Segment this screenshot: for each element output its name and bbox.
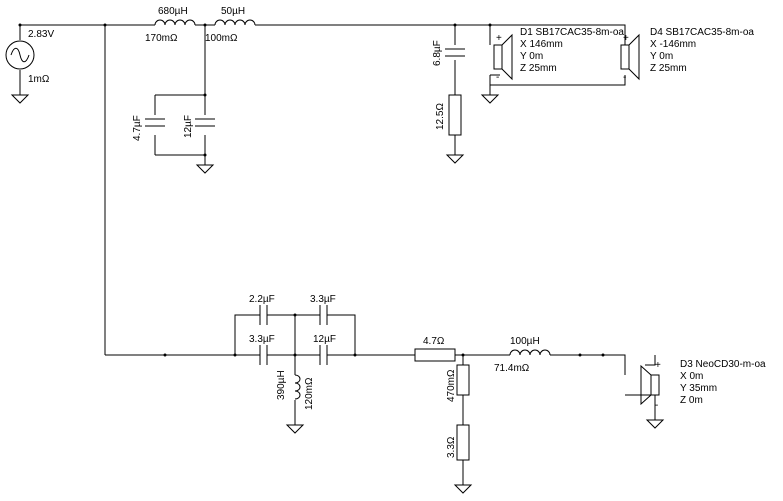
driver-d4: + - D4 SB17CAC35-8m-oa X -146mm Y 0m Z 2… [620,27,754,83]
resistor-shunt-1: 470mΩ [446,364,470,402]
ground-icon [195,164,215,174]
inductor-l3-value: 390µH [276,370,287,400]
speaker-icon [493,44,503,70]
junction-dot [18,23,22,27]
ground-icon [645,419,665,429]
inductor-l2-resistance: 100mΩ [205,33,238,44]
junction-dots [18,23,605,357]
junction-dot [488,23,492,27]
inductor-l4: 100µH 71.4mΩ [494,336,551,374]
inductor-l3-resistance: 120mΩ [304,377,315,410]
ground-symbols [10,94,665,494]
capacitor-woofer-2: 12µF [183,115,215,138]
driver-d1-minus: - [496,72,499,83]
junction-dot [353,353,357,357]
ground-icon [285,424,305,434]
junction-dot [453,23,457,27]
inductor-l1: 680µH 170mΩ [145,6,196,44]
capacitor-hp-top-right-label: 3.3µF [310,294,336,305]
driver-d3: + - D3 NeoCD30-m-oa X 0m Y 35mm Z 0m [640,359,766,411]
ground-icon [480,94,500,104]
speaker-icon [650,374,660,396]
inductor-l4-value: 100µH [510,336,540,347]
driver-d3-plus: + [655,360,661,371]
driver-d1-z: Z 25mm [520,63,557,74]
resistor-shunt-2-label: 3.3Ω [446,436,457,458]
driver-d1-name: D1 SB17CAC35-8m-oa [520,27,624,38]
resistor-zobel-label: 12.5Ω [435,103,446,130]
driver-d4-plus: + [623,33,629,44]
capacitor-hp-bottom-right: 12µF [313,334,336,365]
capacitor-woofer-1: 4.7µF [132,115,165,141]
resistor-zobel: 12.5Ω [435,94,462,136]
junction-dot [103,23,107,27]
resistor-shunt-2: 3.3Ω [446,424,470,461]
driver-d4-x: X -146mm [650,39,696,50]
inductor-l1-value: 680µH [158,6,188,17]
driver-d1-x: X 146mm [520,39,563,50]
driver-d3-name: D3 NeoCD30-m-oa [680,359,766,370]
resistor-series-label: 4.7Ω [423,336,445,347]
capacitor-zobel-label: 6.8µF [432,40,443,66]
driver-d4-y: Y 0m [650,51,673,62]
junction-dot [601,353,605,357]
junction-dot [233,353,237,357]
inductor-l2: 50µH 100mΩ [205,6,256,44]
driver-d3-x: X 0m [680,371,703,382]
ground-icon [445,154,465,164]
wires [19,24,656,485]
driver-d1-plus: + [496,33,502,44]
junction-dot [461,353,465,357]
capacitor-hp-bottom-left-label: 3.3µF [249,334,275,345]
capacitor-hp-top-left: 2.2µF [249,294,275,325]
capacitor-woofer-2-label: 12µF [183,115,194,138]
inductor-l4-resistance: 71.4mΩ [494,363,530,374]
junction-dot [203,153,207,157]
resistor-series: 4.7Ω [414,336,456,362]
inductor-l3: 390µH 120mΩ [276,370,315,410]
junction-dot [163,353,167,357]
capacitor-hp-bottom-left: 3.3µF [249,334,275,365]
ground-icon [10,94,30,104]
capacitor-hp-top-right: 3.3µF [310,294,336,325]
capacitor-hp-top-left-label: 2.2µF [249,294,275,305]
junction-dot [203,23,207,27]
inductor-l1-resistance: 170mΩ [145,33,178,44]
inductor-l2-value: 50µH [221,6,245,17]
driver-d4-minus: - [623,72,626,83]
resistor-shunt-1-label: 470mΩ [446,369,457,402]
driver-d1-y: Y 0m [520,51,543,62]
source-resistance-label: 1mΩ [28,74,50,85]
driver-d4-z: Z 25mm [650,63,687,74]
driver-d1: + - D1 SB17CAC35-8m-oa X 146mm Y 0m Z 25… [493,27,624,83]
junction-dot [293,313,297,317]
junction-dot [203,93,207,97]
ground-icon [453,484,473,494]
driver-d3-z: Z 0m [680,395,703,406]
junction-dot [578,353,582,357]
source-voltage-label: 2.83V [28,29,54,40]
driver-d4-name: D4 SB17CAC35-8m-oa [650,27,754,38]
driver-d3-y: Y 35mm [680,383,717,394]
speaker-icon [620,44,630,70]
junction-dot [293,353,297,357]
capacitor-woofer-1-label: 4.7µF [132,115,143,141]
voltage-source: 2.83V 1mΩ [5,29,54,85]
capacitor-hp-bottom-right-label: 12µF [313,334,336,345]
capacitor-zobel: 6.8µF [432,40,465,66]
driver-d3-minus: - [655,400,658,411]
